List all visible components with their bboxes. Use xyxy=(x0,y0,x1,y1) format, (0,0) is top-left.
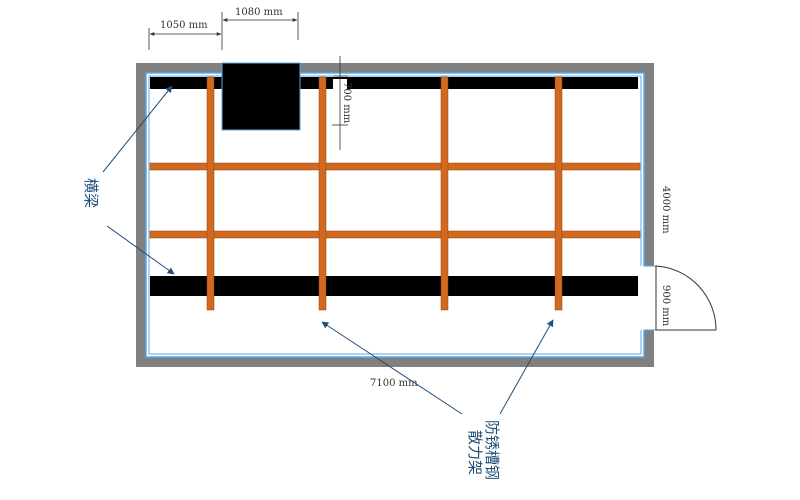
dim-1050-label: 1050 mm xyxy=(160,20,208,31)
crossbeam-arrow-bottom xyxy=(106,225,175,275)
channel-vertical-1 xyxy=(206,76,215,311)
channel-vertical-4 xyxy=(554,76,563,311)
inner-floor xyxy=(145,72,645,358)
channel-vertical-3 xyxy=(440,76,449,311)
equipment-block-outline xyxy=(221,62,301,131)
crossbeam-arrow-top xyxy=(102,85,173,173)
channel-horizontal-2 xyxy=(149,230,641,239)
dim-7100-label: 7100 mm xyxy=(370,378,418,389)
door-opening xyxy=(640,266,656,330)
dim-4000-label: 4000 mm xyxy=(660,186,671,234)
crossbeam-bottom xyxy=(150,276,638,296)
frame-label-line1: 防锈槽钢 xyxy=(483,420,501,480)
equipment-block xyxy=(222,63,300,130)
frame-arrow-right xyxy=(499,319,554,415)
frame-arrow-left xyxy=(321,321,463,415)
frame-label-line2: 散力架 xyxy=(466,430,484,475)
channel-horizontal-1 xyxy=(149,162,641,171)
dim-1080-label: 1080 mm xyxy=(235,7,283,18)
door-swing-arc xyxy=(655,265,717,331)
dim-700-label: 700 mm xyxy=(341,82,352,124)
inner-floor-line xyxy=(148,75,642,355)
channel-vertical-2 xyxy=(318,76,327,311)
crossbeam-label: 横梁 xyxy=(82,178,100,208)
dim-900-label: 900 mm xyxy=(660,285,671,327)
